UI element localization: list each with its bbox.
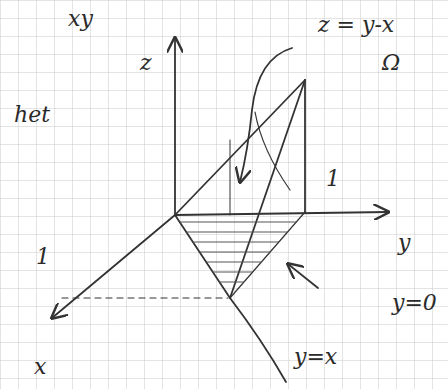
base-edge: [230, 212, 305, 298]
axis-label: y: [398, 232, 410, 254]
equation-label: y=x: [294, 346, 337, 368]
equation-label: z = y-x: [318, 14, 394, 36]
top-edge: [175, 80, 305, 215]
axis-label: z: [140, 52, 152, 74]
slant-edge: [230, 80, 305, 298]
tick-label: 1: [326, 168, 340, 190]
axis-label: x: [34, 356, 46, 378]
note: het: [14, 104, 50, 126]
inner-edge: [230, 140, 231, 215]
tick-label: 1: [36, 246, 50, 268]
z-axis: [174, 38, 176, 215]
surface-curve: [255, 112, 290, 190]
dashed-guide: [62, 297, 228, 298]
region-arrow: [288, 264, 318, 288]
region-label: Ω: [382, 52, 400, 74]
vertical-edge: [304, 80, 306, 212]
equation-label: y=0: [392, 292, 437, 314]
x-axis: [52, 215, 175, 318]
y-axis: [175, 212, 388, 215]
axis-note: xy: [68, 8, 93, 30]
surface-arrow: [240, 48, 292, 182]
